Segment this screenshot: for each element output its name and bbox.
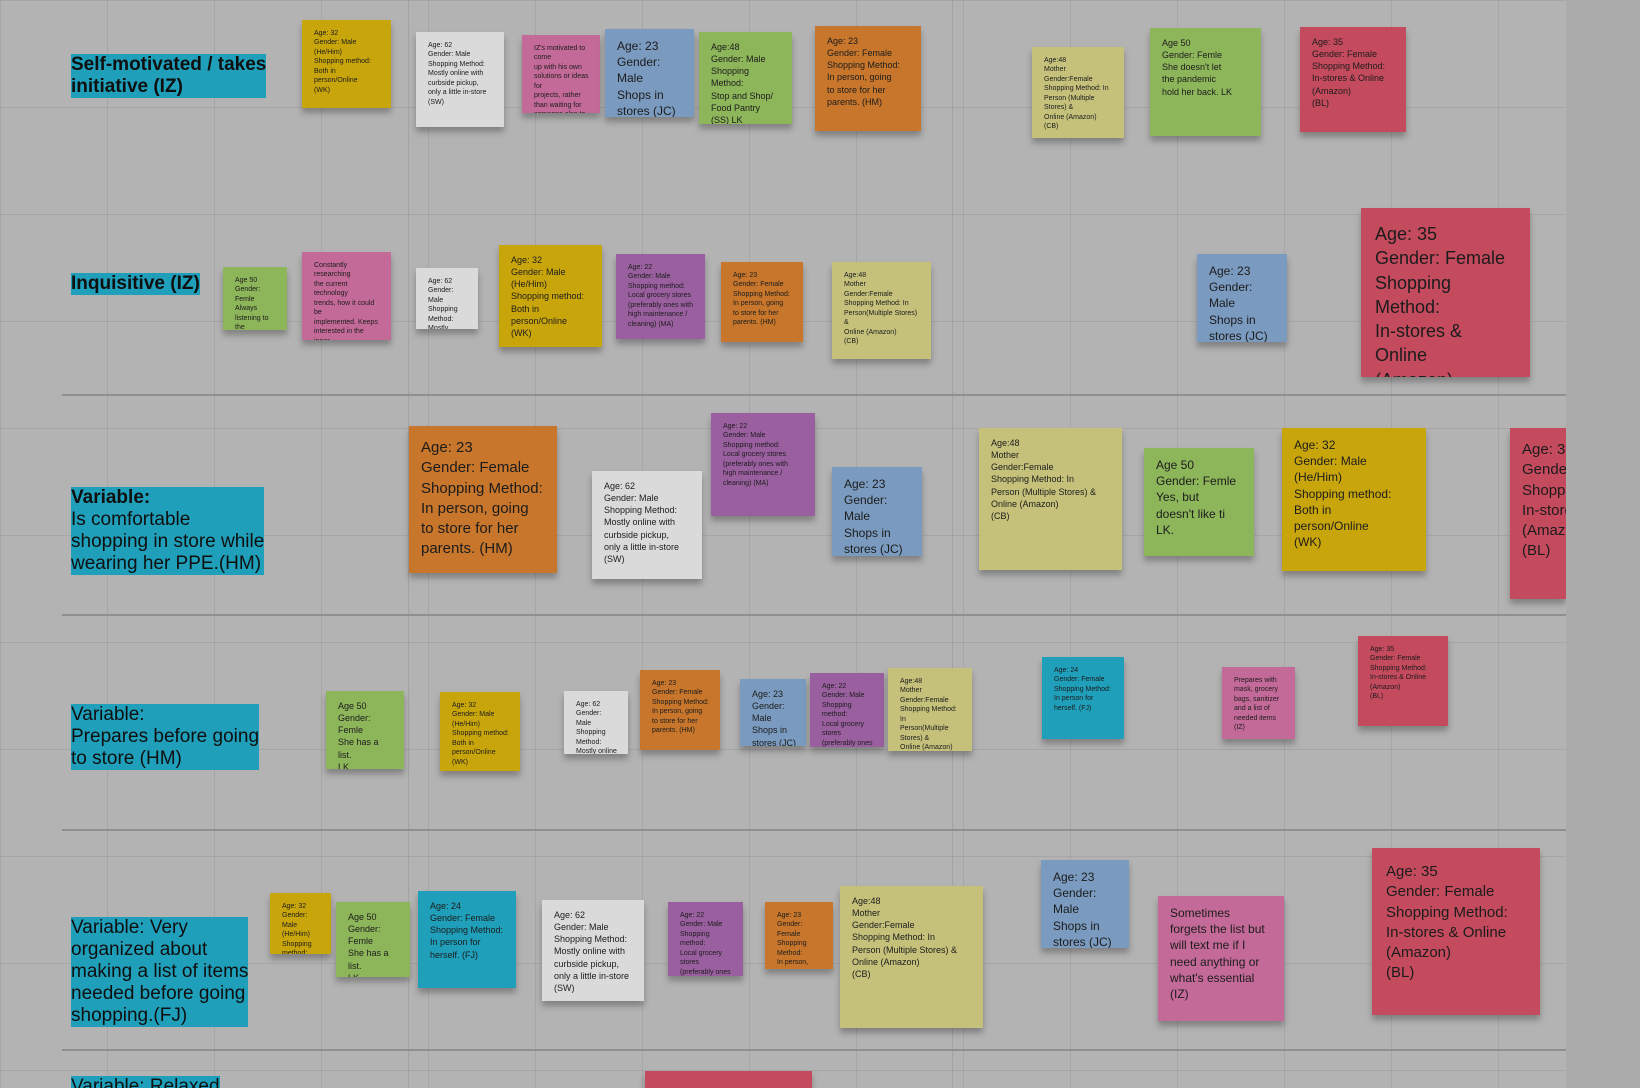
sticky-note[interactable]: Age: 35 Gender: Female Shopping Method: … [1358, 636, 1448, 726]
sticky-note[interactable]: Age: 35 Gender: Female Shopping Method: … [1372, 848, 1540, 1015]
sticky-note[interactable]: Age: 62 Gender: Male Shopping Method: Mo… [564, 691, 628, 754]
row-divider [62, 829, 1566, 831]
row-label-relaxed: Variable: Relaxed [71, 1076, 220, 1088]
row-label-self-motivated: Self-motivated / takes initiative (IZ) [71, 54, 267, 98]
sticky-note[interactable]: Age:48 Mother Gender:Female Shopping Met… [888, 668, 972, 751]
sticky-note[interactable]: Age 50 Gender: Femle She has a list. LK [326, 691, 404, 769]
row-label-line: Variable: [71, 704, 260, 726]
row-divider [62, 1049, 1566, 1051]
sticky-note[interactable]: Age: 32 Gender: Male (He/Him) Shopping m… [302, 20, 391, 108]
row-label-line: shopping in store while [71, 531, 265, 553]
sticky-note[interactable]: Sometimes forgets the list but will text… [1158, 896, 1284, 1021]
row-label-line: making a list of items [71, 961, 249, 983]
row-label-organized: Variable: Very organized about making a … [71, 917, 249, 1027]
sticky-note[interactable]: Prepares with mask, grocery bags, saniti… [1222, 667, 1295, 739]
sticky-note[interactable]: Age: 35 Gender: Female Shopping Method: … [1300, 27, 1406, 132]
sticky-note[interactable]: Age 50 Gender: Femle Yes, but doesn't li… [1144, 448, 1254, 556]
sticky-note[interactable]: Age: 62 Gender: Male Shopping Method: Mo… [416, 32, 504, 127]
row-label-line: Self-motivated / takes [71, 54, 267, 76]
sticky-note[interactable]: Age: 35 Gender: Female Shopping Method: … [1361, 208, 1530, 377]
sticky-note[interactable]: IZ's motivated to come up with his own s… [522, 35, 600, 113]
row-label-comfortable: Variable: Is comfortable shopping in sto… [71, 487, 265, 575]
sticky-note[interactable]: Age: 24 Gender: Female Shopping Method: … [1042, 657, 1124, 739]
sticky-note[interactable]: Age: 23 Gender: Female Shopping Method: … [815, 26, 921, 131]
sticky-note[interactable]: Age: 32 Gender: Male (He/Him) Shopping m… [270, 893, 331, 954]
sticky-note[interactable]: Age:48 Gender: Male Shopping Method: Sto… [699, 32, 792, 124]
sticky-note[interactable]: Age: 23 Gender: Male Shops in stores (JC… [1197, 254, 1287, 342]
sticky-note[interactable]: Age: 62 Gender: Male Shopping Method: Mo… [416, 268, 478, 329]
row-label-line: wearing her PPE.(HM) [71, 553, 265, 575]
row-label-line: Prepares before going [71, 726, 260, 748]
sticky-note[interactable]: Age: 23 Gender: Male Shops in stores (JC… [605, 29, 694, 117]
sticky-note[interactable]: Age: 23 Gender: Male Shops in stores (JC… [832, 467, 922, 556]
sticky-note[interactable]: Age: 24 Gender: Female Shopping Method: … [418, 891, 516, 988]
sticky-note[interactable]: Age 50 Gender: Femle She doesn't let the… [1150, 28, 1261, 136]
row-divider [62, 614, 1566, 616]
sticky-note[interactable]: Age 50 Gender: Femle Always listening to… [223, 267, 287, 330]
sticky-note[interactable]: Age: 22 Gender: Male Shopping method: Lo… [810, 673, 884, 747]
sticky-note[interactable]: Constantly researching the current techn… [302, 252, 391, 340]
whiteboard-canvas[interactable]: Self-motivated / takes initiative (IZ) I… [0, 0, 1566, 1088]
sticky-note[interactable]: Age: 23 Gender: Female Shopping Method: … [765, 902, 833, 969]
sticky-note[interactable]: Age: 23 Gender: Male Shops in stores (JC… [1041, 860, 1129, 948]
sticky-note[interactable]: Age: 22 Gender: Male Shopping method: Lo… [668, 902, 743, 976]
row-label-line: organized about [71, 939, 249, 961]
row-label-line: Variable: Relaxed [71, 1076, 220, 1088]
row-label-prepares: Variable: Prepares before going to store… [71, 704, 260, 770]
row-label-line: shopping.(FJ) [71, 1005, 249, 1027]
sticky-note[interactable]: Age: 62 Gender: Male Shopping Method: Mo… [592, 471, 702, 579]
row-label-inquisitive: Inquisitive (IZ) [71, 273, 200, 295]
row-label-line: Is comfortable [71, 509, 265, 531]
sticky-note[interactable]: Age: 32 Gender: Male (He/Him) Shopping m… [440, 692, 520, 771]
row-divider [62, 394, 1566, 396]
sticky-note[interactable]: Age:48 Mother Gender:Female Shopping Met… [840, 886, 983, 1028]
sticky-note[interactable]: Age: 23 Gender: Male Shops in stores (JC… [740, 679, 806, 746]
sticky-note[interactable]: Age: 22 Gender: Male Shopping method: Lo… [616, 254, 705, 339]
row-label-line: needed before going [71, 983, 249, 1005]
sticky-note[interactable]: Age: 23 Gender: Female Shopping Method: … [721, 262, 803, 342]
grid-line [408, 0, 409, 1088]
row-label-line: initiative (IZ) [71, 76, 267, 98]
sticky-note[interactable]: Age: 23 Gender: Female Shopping Method: … [640, 670, 720, 750]
sticky-note[interactable]: Age:48 Mother Gender:Female Shopping Met… [1032, 47, 1124, 138]
sticky-note[interactable]: Age: 23 Gender: Female Shopping Method: … [409, 426, 557, 573]
sticky-note[interactable]: Age:48 Mother Gender:Female Shopping Met… [979, 428, 1122, 570]
row-label-line: Variable: Very [71, 917, 249, 939]
sticky-note[interactable]: Age 50 Gender: Femle She has a list. LK [336, 902, 410, 977]
sticky-note[interactable]: Age: 35 Gender: Female Shopping Method: … [1510, 428, 1566, 599]
grid-line [952, 0, 953, 1088]
row-label-line: to store (HM) [71, 748, 260, 770]
sticky-note[interactable]: Age: 32 Gender: Male (He/Him) Shopping m… [1282, 428, 1426, 571]
row-label-line: Inquisitive (IZ) [71, 273, 200, 295]
row-label-line: Variable: [71, 487, 265, 509]
sticky-note[interactable]: Age: 62 Gender: Male Shopping Method: Mo… [542, 900, 644, 1001]
sticky-note[interactable]: Age:48 Mother Gender:Female Shopping Met… [832, 262, 931, 359]
sticky-note[interactable]: Age: 32 Gender: Male (He/Him) Shopping m… [499, 245, 602, 347]
sticky-note[interactable]: Age: 22 Gender: Male Shopping method: Lo… [711, 413, 815, 516]
sticky-note[interactable] [645, 1071, 812, 1088]
canvas-edge [1566, 0, 1640, 1088]
